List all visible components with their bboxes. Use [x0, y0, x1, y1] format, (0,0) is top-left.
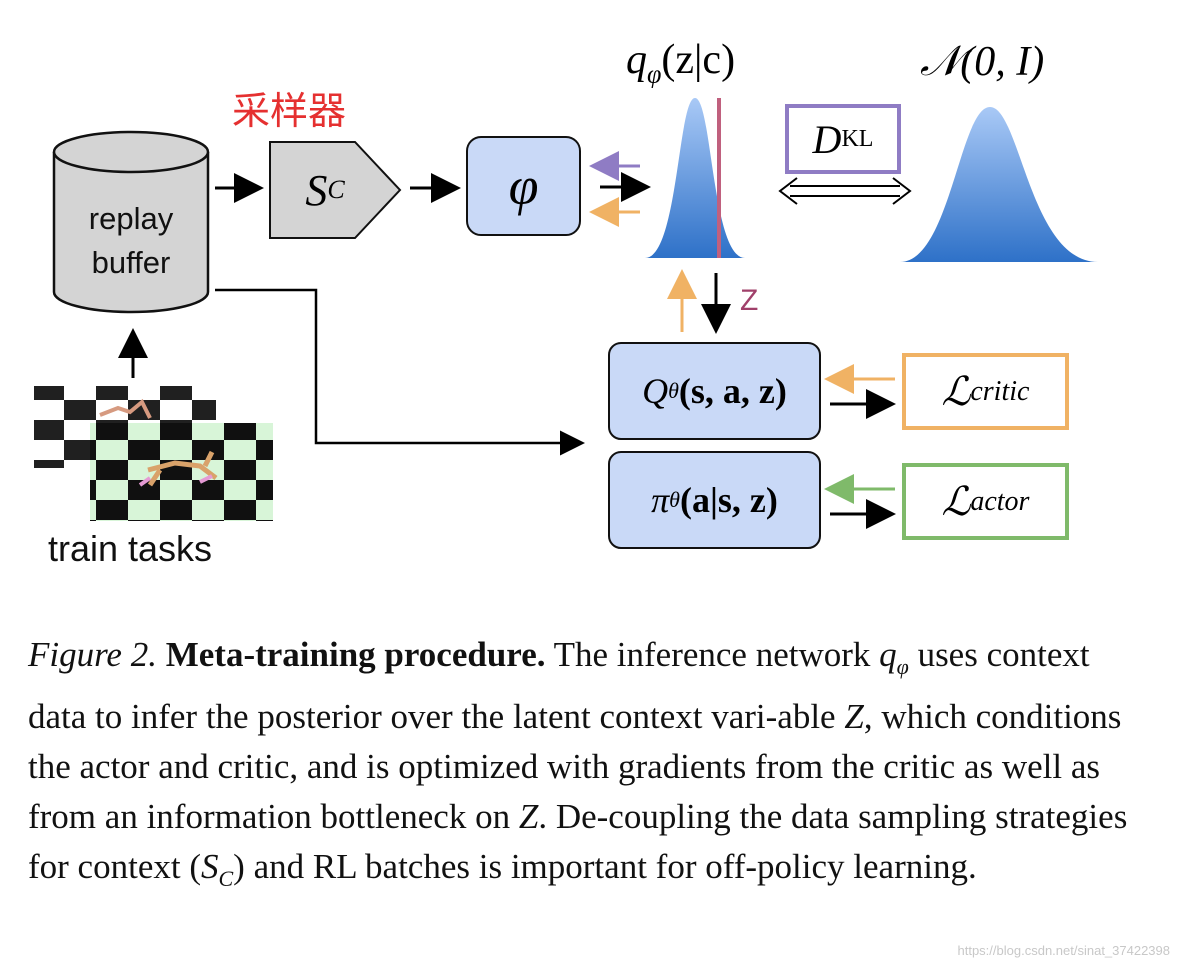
encoder-label: φ: [467, 137, 580, 235]
actor-loss-box: [902, 463, 1069, 540]
posterior-subscript: φ: [647, 59, 662, 89]
caption-title: Meta-training procedure.: [165, 635, 546, 674]
caption-sc-subscript: C: [218, 866, 234, 891]
caption-text-5: ) and RL batches is important for off-po…: [233, 847, 977, 886]
critic-loss-symbol: ℒ: [941, 369, 971, 414]
z-label: Z: [740, 284, 759, 317]
critic-box: [608, 342, 821, 440]
replay-buffer-label-line-1: replay: [88, 201, 174, 236]
caption-z-2: Z: [518, 797, 539, 836]
dkl-subscript: KL: [841, 125, 874, 152]
caption-text-1: The inference network: [553, 635, 871, 674]
actor-loss-symbol: ℒ: [941, 479, 971, 524]
posterior-q: q: [626, 37, 647, 83]
sampler-subscript: C: [327, 175, 345, 204]
sampler-shape: [269, 141, 402, 239]
posterior-args: (z|c): [661, 37, 736, 83]
sampler-chinese-label: 采样器: [232, 91, 347, 133]
diagram-canvas: [34, 98, 1098, 549]
actor-args: (a|s, z): [679, 480, 778, 520]
caption-text-3: , which conditions the actor and critic,…: [28, 697, 1122, 836]
caption-figure-number: Figure 2.: [28, 635, 157, 674]
posterior-gaussian: [645, 98, 745, 258]
figure-caption: Figure 2. Meta-training procedure. The i…: [28, 630, 1128, 904]
critic-subscript: θ: [668, 378, 679, 403]
dkl-box: [785, 104, 901, 174]
replay-buffer-label-line-2: buffer: [91, 245, 171, 280]
encoder-symbol: φ: [508, 156, 539, 216]
sampler-symbol: S: [305, 165, 328, 215]
actor-symbol: π: [651, 480, 670, 520]
kl-double-arrow: [778, 177, 912, 205]
critic-args: (s, a, z): [678, 371, 787, 411]
replay-buffer-label: replay buffer: [54, 196, 208, 286]
caption-text-4: . De-coupling the data sampling strategi…: [28, 797, 1128, 886]
train-task-image-2: [90, 423, 273, 521]
critic-loss-subscript: critic: [970, 375, 1030, 407]
actor-loss-subscript: actor: [970, 485, 1030, 517]
caption-z-1: Z: [844, 697, 864, 736]
prior-gaussian: [900, 107, 1098, 262]
critic-loss-box: [902, 353, 1069, 430]
train-tasks-label: train tasks: [48, 528, 213, 569]
caption-sc: S: [200, 847, 219, 886]
actor-box: [608, 451, 821, 549]
caption-q-subscript: φ: [896, 654, 909, 679]
dkl-symbol: D: [812, 116, 842, 162]
buffer-to-rl-arrow: [215, 288, 585, 456]
watermark: https://blog.csdn.net/sinat_37422398: [957, 943, 1171, 958]
caption-text-2: uses context data to infer the posterior…: [28, 635, 1090, 736]
critic-symbol: Q: [642, 371, 669, 411]
replay-buffer-cylinder: [52, 130, 210, 314]
actor-subscript: θ: [669, 487, 680, 512]
caption-q: q: [879, 635, 897, 674]
encoder-box: [466, 136, 581, 236]
posterior-label: qφ(z|c): [626, 36, 735, 89]
prior-label: 𝒩(0, I): [920, 39, 1045, 85]
